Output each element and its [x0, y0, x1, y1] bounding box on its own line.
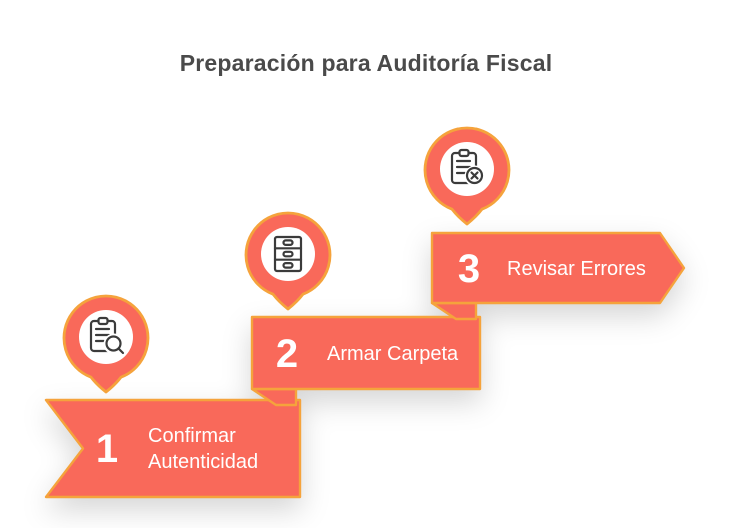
page-title: Preparación para Auditoría Fiscal	[179, 50, 553, 76]
step-1-number: 1	[96, 427, 118, 471]
step-2-banner	[250, 315, 482, 391]
step-1-pin	[62, 294, 150, 394]
step-banners	[44, 231, 686, 499]
step-1-banner	[44, 398, 302, 499]
step-2-label: Armar Carpeta	[327, 343, 459, 365]
step-3-number: 3	[458, 247, 480, 291]
drawer-cabinet-icon	[273, 235, 303, 273]
step-2-pin-inner-circle	[261, 227, 315, 281]
clipboard-search-icon	[89, 316, 125, 355]
step-1-label-line-2: Autenticidad	[148, 451, 258, 473]
step-2-number: 2	[276, 332, 298, 376]
step-pins	[62, 126, 511, 394]
step-2-pin	[244, 211, 332, 311]
step-3-banner	[430, 231, 686, 305]
step-3-label: Revisar Errores	[507, 258, 646, 280]
step-texts: 1 Confirmar Autenticidad 2 Armar Carpeta…	[96, 247, 646, 473]
step-3-pin	[423, 126, 511, 226]
clipboard-error-icon	[450, 148, 486, 187]
step-1-label-line-1: Confirmar	[148, 425, 236, 447]
